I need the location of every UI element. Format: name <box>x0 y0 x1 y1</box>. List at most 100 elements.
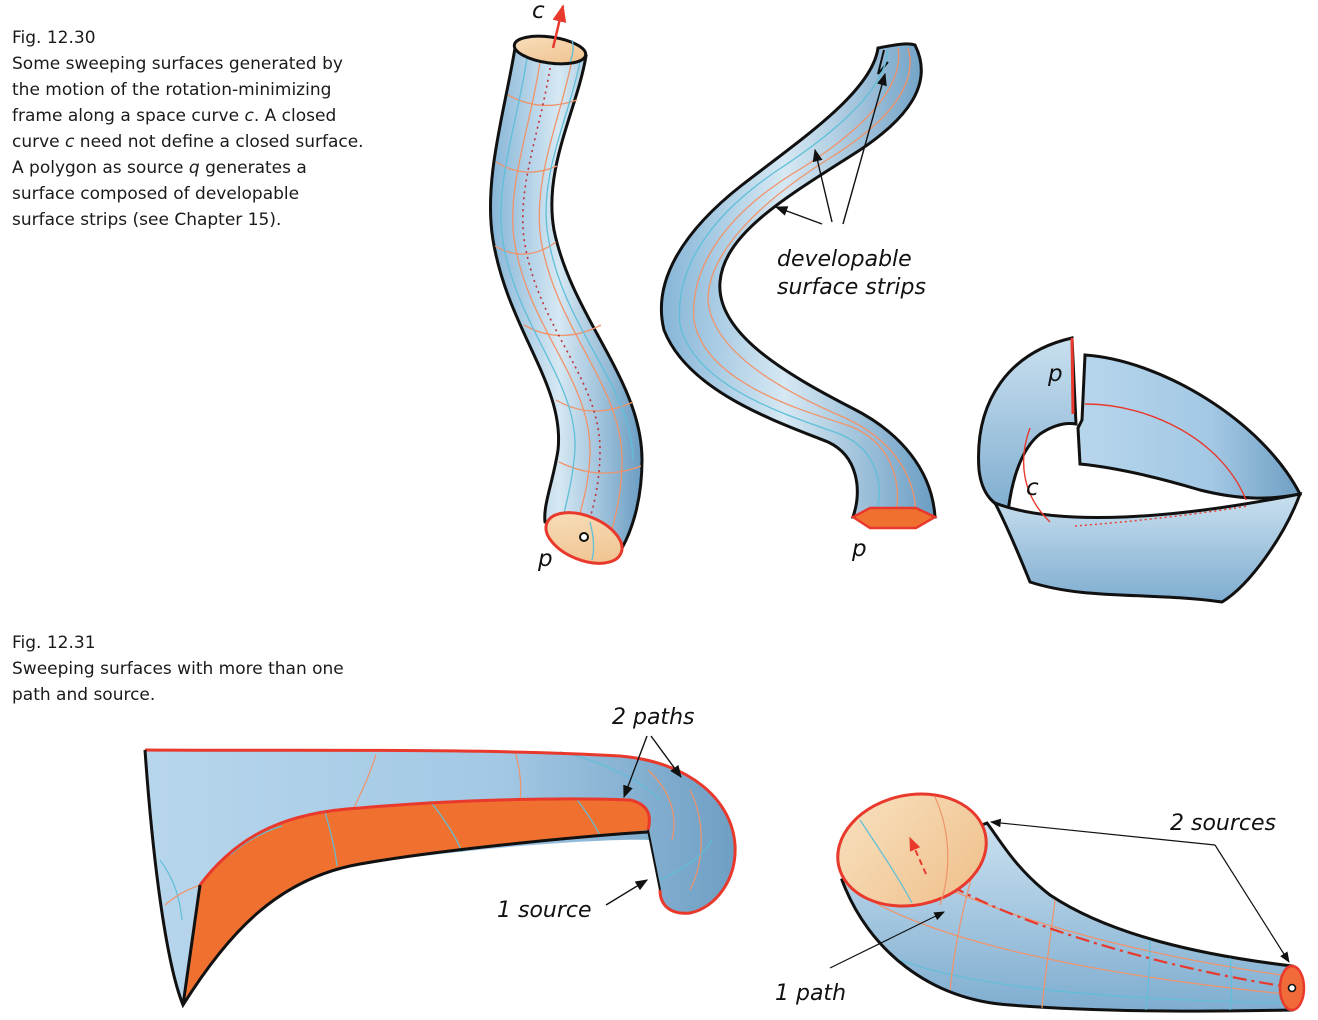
source-strip <box>183 798 650 1005</box>
caption-text: . A closed <box>253 106 337 126</box>
surface-outline <box>143 749 649 1009</box>
ring-curve-c-hidden <box>1074 505 1249 527</box>
caption-text: path and source. <box>12 685 156 705</box>
grid-line <box>689 789 702 891</box>
open-ring-surface: p c <box>977 336 1303 604</box>
tube-top-end <box>512 34 588 66</box>
annotation-arrow <box>829 911 945 969</box>
grid-line <box>429 800 463 853</box>
two-source-surface: 2 sources 1 path <box>775 792 1306 1013</box>
point-label-p: p <box>851 536 867 562</box>
caption-text: frame along a space curve <box>12 106 245 126</box>
source-ellipse-line <box>934 796 949 906</box>
grid-line <box>512 61 591 547</box>
grid-line <box>659 839 713 881</box>
start-point-p <box>579 532 589 542</box>
caption-symbol: q <box>188 158 200 178</box>
path-edge-inner <box>198 797 651 886</box>
caption-symbol: c <box>65 132 75 152</box>
path-curve <box>927 871 1283 988</box>
caption-line: Some sweeping surfaces generated by <box>12 51 364 77</box>
curl-inner-edge <box>647 829 661 891</box>
tube-grid-lines-cyan <box>500 57 634 536</box>
annotation-arrow <box>774 206 823 225</box>
caption-text: surface strips (see Chapter 15). <box>12 210 282 230</box>
caption-text: generates a <box>199 158 307 178</box>
path-direction-arrow <box>909 836 927 875</box>
grid-line <box>929 879 1289 977</box>
grid-line <box>1041 899 1056 1009</box>
annotation-arrow <box>842 72 887 225</box>
strip-edge-line <box>678 49 889 515</box>
path-edge-top <box>144 748 737 915</box>
fig-12-31-caption: Fig. 12.31 Sweeping surfaces with more t… <box>12 630 344 708</box>
grid-line <box>523 324 602 337</box>
grid-line <box>229 825 283 856</box>
source-edge <box>181 884 202 1006</box>
figure-number: Fig. 12.30 <box>12 28 96 48</box>
strip-edge-line <box>693 47 900 513</box>
figure-number: Fig. 12.31 <box>12 633 96 653</box>
grid-line <box>545 61 634 461</box>
point-label-p: p <box>537 546 553 572</box>
annotation-arrow <box>605 879 649 906</box>
annotation-arrow <box>989 818 1216 846</box>
caption-symbol: c <box>244 106 254 126</box>
ring-curve-c <box>1084 403 1247 501</box>
strip-lines <box>678 47 917 515</box>
curve-label-c: c <box>532 0 545 24</box>
annotation-arrow <box>1214 844 1290 963</box>
annotation-arrow <box>812 148 833 223</box>
caption-text: need not define a closed surface. <box>74 132 364 152</box>
point-label-p: p <box>1047 361 1063 387</box>
strip-body <box>659 42 937 519</box>
caption-line: frame along a space curve c. A closed <box>12 103 364 129</box>
grid-line <box>1229 957 1233 1011</box>
grid-line <box>869 899 1286 995</box>
caption-text: A polygon as source <box>12 158 189 178</box>
caption-text: Sweeping surfaces with more than one <box>12 659 344 679</box>
caption-text: curve <box>12 132 66 152</box>
annotation-arrow <box>623 735 648 799</box>
ring-source-edge <box>1070 337 1075 415</box>
developable-strip: developable surface strips p <box>659 42 938 562</box>
grid-line <box>1145 939 1151 1011</box>
grid-line <box>507 94 578 107</box>
annotation-developable: developable <box>777 247 912 272</box>
caption-line: path and source. <box>12 682 344 708</box>
grid-line <box>899 959 1287 1004</box>
caption-line: A polygon as source q generates a <box>12 155 364 181</box>
grid-line <box>647 769 675 841</box>
label-1-path: 1 path <box>775 981 846 1006</box>
source-profile-line <box>589 521 595 561</box>
two-path-surface: 2 paths 1 source <box>143 705 737 1009</box>
caption-line: Sweeping surfaces with more than one <box>12 656 344 682</box>
label-2-paths: 2 paths <box>612 705 694 730</box>
grid-line <box>514 750 522 801</box>
grid-line <box>538 59 623 553</box>
fig-12-30-caption: Fig. 12.30 Some sweeping surfaces genera… <box>12 25 364 233</box>
caption-line: surface strips (see Chapter 15). <box>12 207 364 233</box>
caption-text: surface composed of developable <box>12 184 300 204</box>
end-point <box>1287 983 1297 993</box>
strip-polygon-source <box>850 506 938 530</box>
caption-text: the motion of the rotation-minimizing <box>12 80 332 100</box>
sweep-tube: c p <box>488 0 644 572</box>
grid-line <box>324 811 338 867</box>
curve-direction-arrow <box>551 4 567 49</box>
grid-line <box>500 57 576 536</box>
source-ellipse-line <box>859 819 913 904</box>
curve-label-c: c <box>1026 475 1039 501</box>
caption-line: surface composed of developable <box>12 181 364 207</box>
grid-line <box>159 859 183 921</box>
caption-line: the motion of the rotation-minimizing <box>12 77 364 103</box>
ring-front-band <box>991 492 1303 604</box>
caption-line: curve c need not define a closed surface… <box>12 129 364 155</box>
label-1-source: 1 source <box>497 898 592 923</box>
label-2-sources: 2 sources <box>1170 811 1276 836</box>
annotation-arrow <box>650 735 682 779</box>
caption-text: Some sweeping surfaces generated by <box>12 54 343 74</box>
top-end-line <box>569 39 574 63</box>
grid-line <box>164 884 201 906</box>
